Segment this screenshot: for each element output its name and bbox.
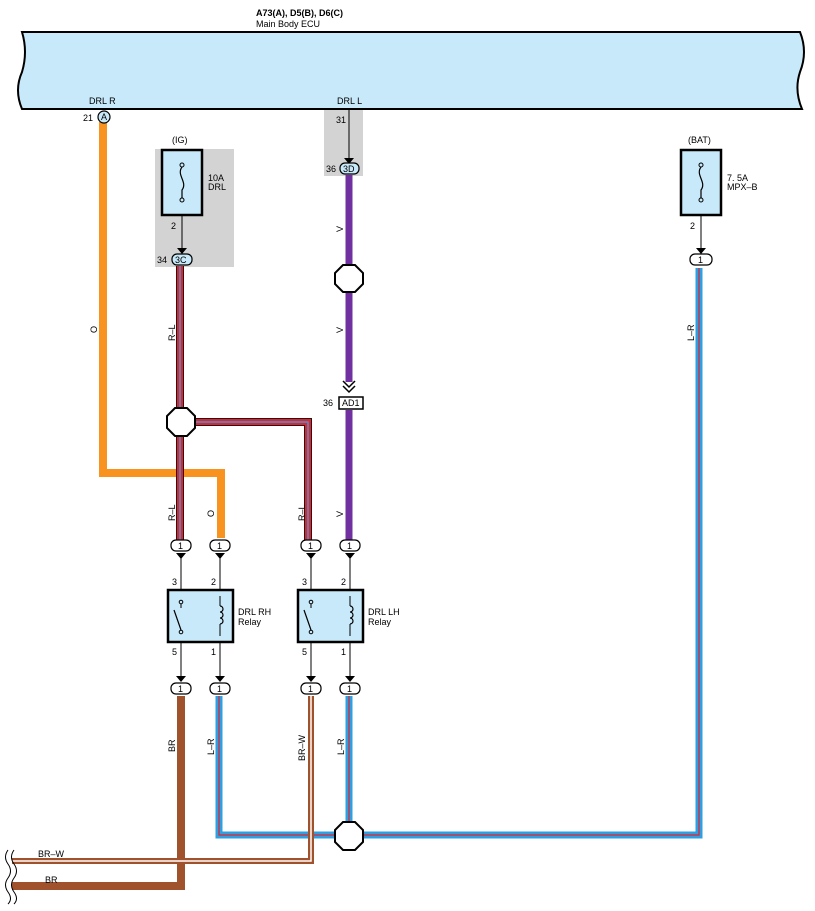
drl-fuse-name: DRL <box>208 182 226 192</box>
wire-label-rh-out5: BR <box>167 739 177 752</box>
mpx-fuse-pin: 2 <box>690 221 695 231</box>
drl-lh-pin1: 1 <box>341 647 346 657</box>
drl-fuse-box <box>160 148 204 217</box>
relay-bottom-connectors <box>170 642 361 695</box>
wire-label-rh-out1: L–R <box>206 738 216 755</box>
wire-br-w <box>12 696 314 864</box>
ecu-connector-a-icon <box>97 110 111 124</box>
wire-label-bottom-brw: BR–W <box>38 849 65 859</box>
drl-fuse-rating: 10A <box>208 173 224 183</box>
mpx-fuse-name: MPX–B <box>727 182 758 192</box>
drl-lh-pin3: 3 <box>302 577 307 587</box>
wire-label-fuse-out: R–L <box>167 324 177 341</box>
drl-fuse-source: (IG) <box>172 135 188 145</box>
drl-lh-pin5: 5 <box>302 647 307 657</box>
relay-top-connectors <box>170 539 361 590</box>
wire-label-mpx-out: L–R <box>686 324 696 341</box>
ecu-body <box>17 31 805 110</box>
lh-conn-bot-b: 1 <box>347 684 352 694</box>
drl-rh-relay-name: DRL RH <box>238 607 271 617</box>
mpx-fuse-source: (BAT) <box>688 135 711 145</box>
connector-3c-icon <box>171 253 193 266</box>
drl-fuse-arrow-icon <box>177 248 187 254</box>
connector-3c-pin: 34 <box>157 255 167 265</box>
drl-fuse-icon <box>179 162 185 203</box>
mpx-connector-label: 1 <box>698 255 703 265</box>
drl-lh-relay-switch-icon <box>303 599 314 635</box>
ecu-pin-drl-l-label: DRL L <box>337 96 362 106</box>
mpx-connector-icon <box>689 253 713 266</box>
rh-conn-top-b: 1 <box>217 541 222 551</box>
junction-l-r-icon <box>334 821 364 851</box>
connector-3d-icon <box>339 162 360 175</box>
wire-br-brown <box>12 696 185 890</box>
wire-label-rh-in3: R–L <box>167 504 177 521</box>
ecu-pin-drl-r-number: 21 <box>83 113 93 123</box>
drl-lh-relay-coil-icon <box>349 596 354 636</box>
rh-conn-bot-b: 1 <box>217 684 222 694</box>
mpx-fuse-rating: 7. 5A <box>727 173 748 183</box>
junction-r-l-icon <box>166 407 196 437</box>
ecu-pin-drl-l-number: 31 <box>336 115 346 125</box>
rh-conn-bot-a: 1 <box>178 684 183 694</box>
drl-rh-pin3: 3 <box>172 577 177 587</box>
wire-label-lh-out5: BR–W <box>297 734 307 761</box>
connector-3d-pin: 36 <box>326 164 336 174</box>
junction-violet-icon <box>334 264 364 293</box>
wire-drl-r-orange <box>99 122 225 538</box>
ad1-pin: 36 <box>323 398 333 408</box>
mpx-fuse-box <box>679 148 723 217</box>
drl-rh-relay-box <box>166 588 235 644</box>
wire-label-rh-in2: O <box>206 510 216 517</box>
mpx-fuse-icon <box>698 162 704 203</box>
rh-conn-top-a: 1 <box>178 541 183 551</box>
drl-lh-pin2: 2 <box>341 577 346 587</box>
ad1-label: AD1 <box>342 398 360 408</box>
lh-conn-top-a: 1 <box>308 541 313 551</box>
drl-fuse-pin: 2 <box>171 221 176 231</box>
drl-l-arrow-icon <box>344 158 354 164</box>
drl-lh-relay-name: DRL LH <box>368 607 400 617</box>
wire-label-lh-out1: L–R <box>336 738 346 755</box>
ad1-arrow-icon <box>342 380 356 394</box>
wire-label-drl-l-mid: V <box>335 327 345 333</box>
wire-r-l-group <box>176 266 312 540</box>
lh-conn-top-b: 1 <box>347 541 352 551</box>
wire-label-lh-in3: R–L <box>297 504 307 521</box>
drl-rh-relay-coil-icon <box>219 596 224 636</box>
mpx-fuse-arrow-icon <box>696 248 706 254</box>
wire-label-drl-l-lower: V <box>335 511 345 517</box>
drl-lh-relay-box <box>296 588 365 644</box>
wire-label-drl-l-upper: V <box>335 226 345 232</box>
ecu-connector-a-label: A <box>101 112 107 122</box>
wire-label-drl-r: O <box>89 326 99 333</box>
drl-rh-pin1: 1 <box>211 647 216 657</box>
drl-lh-relay-name2: Relay <box>368 617 392 627</box>
lh-conn-bot-a: 1 <box>308 684 313 694</box>
ecu-pin-drl-r-label: DRL R <box>89 96 116 106</box>
wire-label-bottom-br: BR <box>45 875 58 885</box>
ecu-subtitle: Main Body ECU <box>256 19 320 29</box>
ad1-connector-icon <box>338 396 364 410</box>
ecu-title: A73(A), D5(B), D6(C) <box>256 8 343 18</box>
connector-3d-label: 3D <box>343 164 355 174</box>
wire-l-r-group <box>215 268 703 839</box>
drl-rh-pin2: 2 <box>211 577 216 587</box>
connector-3c-label: 3C <box>175 255 187 265</box>
drl-rh-relay-switch-icon <box>173 599 184 635</box>
wire-break-mark <box>5 849 17 905</box>
drl-rh-pin5: 5 <box>172 647 177 657</box>
drl-rh-relay-name2: Relay <box>238 617 262 627</box>
